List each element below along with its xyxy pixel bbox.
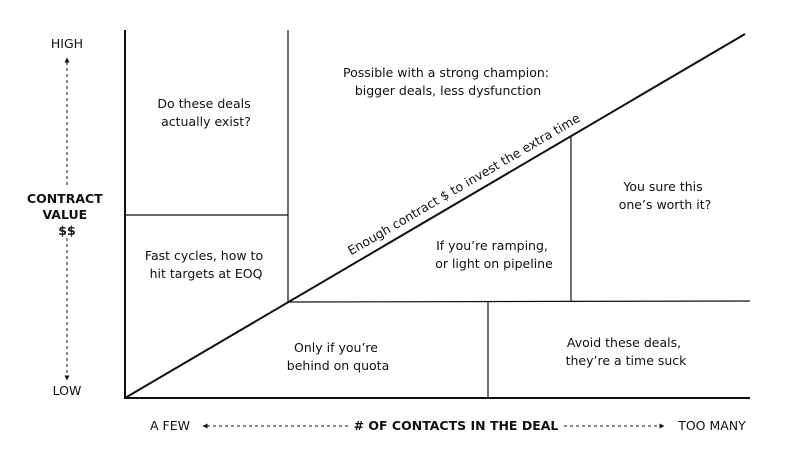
y-axis-high-label: HIGH bbox=[51, 36, 83, 51]
region-top-center-text: Possible with a strong champion: bigger … bbox=[343, 65, 553, 98]
x-axis-right-label: TOO MANY bbox=[677, 418, 746, 433]
x-axis-left-label: A FEW bbox=[150, 418, 190, 433]
region-top-left-text: Do these deals actually exist? bbox=[157, 96, 254, 129]
x-axis-title: # OF CONTACTS IN THE DEAL bbox=[354, 418, 559, 433]
diagonal-threshold-label: Enough contract $ to invest the extra ti… bbox=[345, 110, 583, 258]
y-axis-title: CONTRACT VALUE $$ bbox=[27, 191, 107, 238]
region-bottom-right-text: Avoid these deals, they’re a time suck bbox=[566, 335, 688, 368]
y-axis-low-label: LOW bbox=[53, 383, 82, 398]
region-mid-right-text: You sure this one’s worth it? bbox=[619, 179, 712, 212]
diagonal-threshold-line bbox=[124, 33, 746, 399]
region-mid-left-text: Fast cycles, how to hit targets at EOQ bbox=[145, 248, 267, 281]
divider-horizontal-low bbox=[287, 300, 751, 303]
region-bottom-center-text: Only if you’re behind on quota bbox=[287, 340, 389, 373]
region-mid-center-text: If you’re ramping, or light on pipeline bbox=[435, 238, 553, 271]
